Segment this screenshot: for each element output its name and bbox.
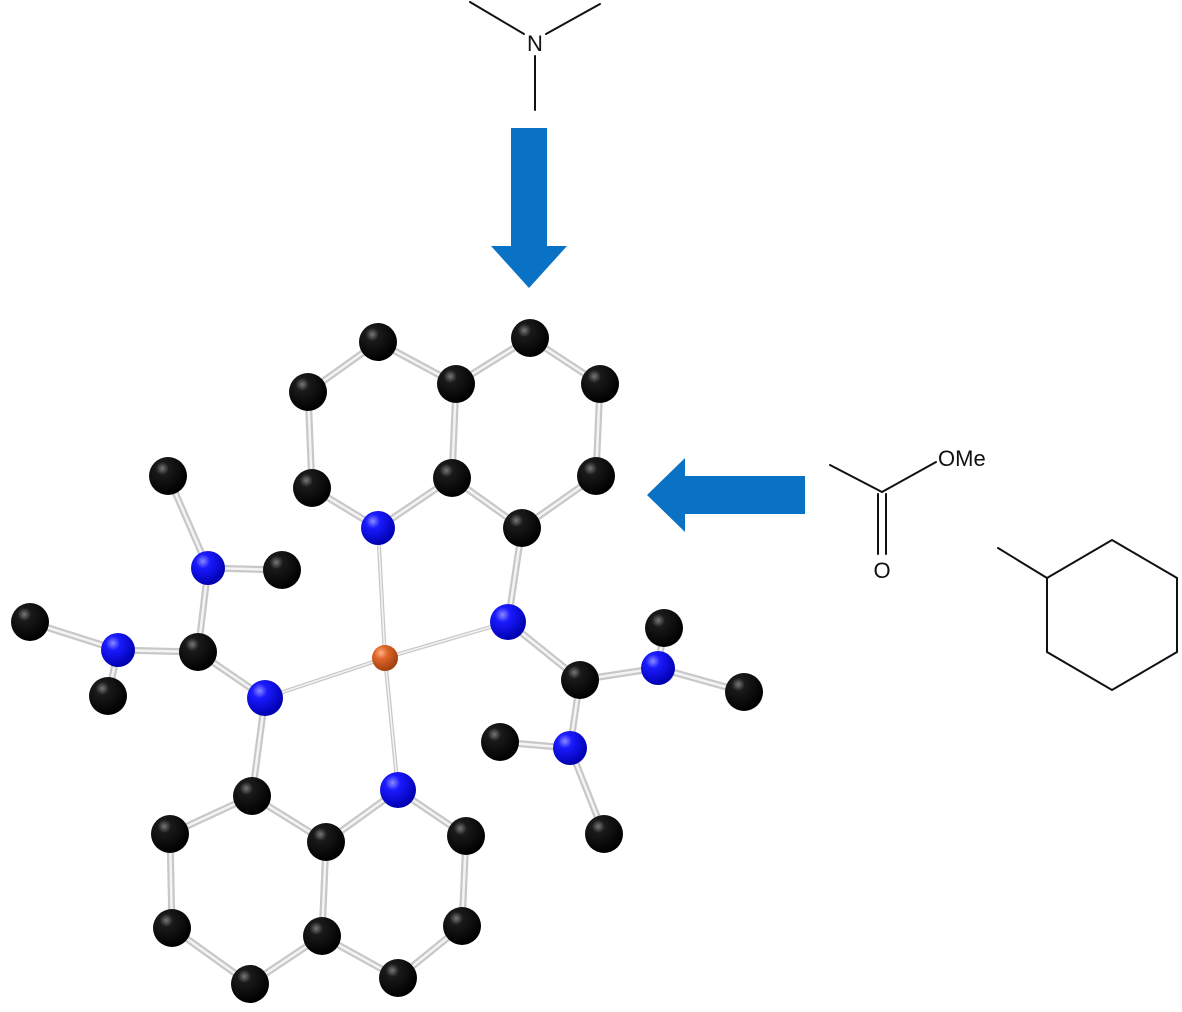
ester-methyl-bond bbox=[829, 464, 883, 493]
ester-o-label: O bbox=[873, 558, 890, 583]
carbon-atom-6 bbox=[433, 459, 471, 497]
bond-highlight-13 bbox=[264, 657, 386, 699]
nitrogen-atom-8 bbox=[361, 511, 395, 545]
carbon-atom-5 bbox=[293, 469, 331, 507]
carbon-atom-28 bbox=[233, 777, 271, 815]
carbon-atom-23 bbox=[149, 457, 187, 495]
carbon-atom-0 bbox=[359, 323, 397, 361]
bond-highlight-12 bbox=[384, 621, 509, 659]
carbon-atom-4 bbox=[581, 365, 619, 403]
crystal-structure bbox=[11, 319, 763, 1003]
nitrogen-atom-15 bbox=[641, 651, 675, 685]
cyclohexane-methyl-bond bbox=[997, 547, 1048, 579]
carbon-atom-30 bbox=[151, 815, 189, 853]
carbon-atom-21 bbox=[179, 633, 217, 671]
carbon-atom-19 bbox=[481, 723, 519, 761]
nitrogen-atom-12 bbox=[247, 680, 283, 716]
nitrogen-atom-18 bbox=[553, 731, 587, 765]
metal-atom-10 bbox=[372, 645, 398, 671]
cyclohexane-ring bbox=[1046, 538, 1178, 692]
carbon-atom-32 bbox=[153, 909, 191, 947]
bond-highlight-11 bbox=[377, 527, 386, 659]
carbon-atom-36 bbox=[379, 959, 417, 997]
crystal-atoms bbox=[11, 319, 763, 1003]
ester-o-bond bbox=[881, 461, 937, 493]
carbon-atom-3 bbox=[511, 319, 549, 357]
carbon-atom-24 bbox=[263, 551, 301, 589]
carbon-atom-7 bbox=[577, 457, 615, 495]
trimethylamine-structure: N bbox=[469, 1, 601, 111]
nme3-nitrogen-label: N bbox=[527, 31, 543, 56]
carbon-atom-16 bbox=[645, 609, 683, 647]
nme3-bond-right bbox=[545, 3, 601, 35]
carbon-atom-14 bbox=[561, 661, 599, 699]
carbon-atom-9 bbox=[503, 509, 541, 547]
methylcyclohexane-structure bbox=[997, 538, 1178, 692]
carbon-atom-20 bbox=[585, 815, 623, 853]
carbon-atom-34 bbox=[443, 907, 481, 945]
carbon-atom-26 bbox=[11, 603, 49, 641]
carbon-atom-31 bbox=[447, 817, 485, 855]
bond-highlight-14 bbox=[384, 657, 399, 791]
carbon-atom-17 bbox=[725, 673, 763, 711]
nitrogen-atom-22 bbox=[191, 551, 225, 585]
ester-ome-label: OMe bbox=[938, 446, 986, 471]
carbon-atom-29 bbox=[307, 823, 345, 861]
carbon-atom-1 bbox=[289, 373, 327, 411]
nitrogen-atom-13 bbox=[380, 772, 416, 808]
carbon-atom-35 bbox=[231, 965, 269, 1003]
carbon-atom-33 bbox=[303, 917, 341, 955]
nme3-bond-left bbox=[469, 1, 525, 35]
methyl-acetate-structure: OMe O bbox=[829, 446, 986, 583]
nitrogen-atom-25 bbox=[101, 633, 135, 667]
arrow-left bbox=[647, 458, 805, 532]
arrow-down bbox=[491, 128, 567, 288]
nitrogen-atom-11 bbox=[490, 604, 526, 640]
carbon-atom-27 bbox=[89, 677, 127, 715]
carbon-atom-2 bbox=[437, 365, 475, 403]
